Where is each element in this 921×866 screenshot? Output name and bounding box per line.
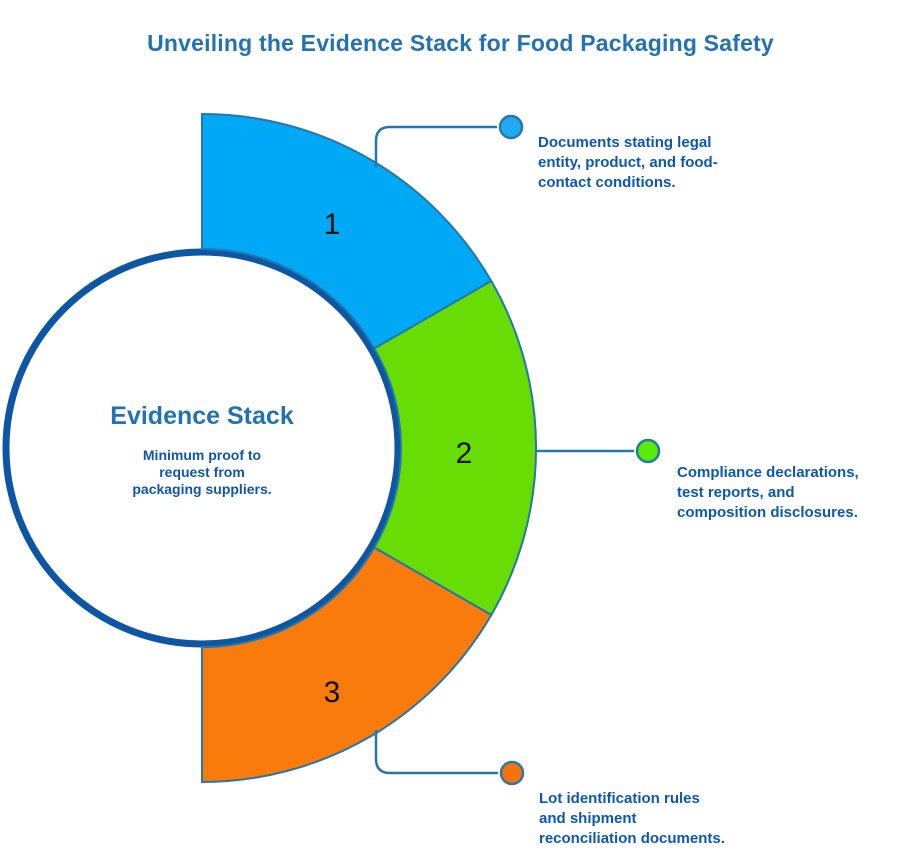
segment-1-description: Documents stating legal entity, product,… xyxy=(538,134,718,191)
segment-3-description: Lot identification rules and shipment re… xyxy=(539,790,725,847)
segment-3-connector-line xyxy=(374,730,498,775)
segment-1-arc xyxy=(201,113,493,350)
segment-2-dot xyxy=(635,438,661,464)
segment-1-connector-line xyxy=(374,125,497,167)
center-circle xyxy=(2,248,402,648)
segment-2-number: 2 xyxy=(456,437,473,470)
page-title: Unveiling the Evidence Stack for Food Pa… xyxy=(147,30,774,56)
segment-1-number: 1 xyxy=(324,208,341,241)
segment-2-arc xyxy=(373,280,537,616)
center-description: Minimum proof to request from packaging … xyxy=(132,447,272,497)
segment-1-dot xyxy=(498,114,524,140)
segment-3-dot xyxy=(499,760,525,786)
segment-3-arc xyxy=(201,546,493,783)
center-heading: Evidence Stack xyxy=(110,402,294,430)
segment-3-number: 3 xyxy=(324,676,341,709)
segment-2-description: Compliance declarations, test reports, a… xyxy=(677,464,859,521)
